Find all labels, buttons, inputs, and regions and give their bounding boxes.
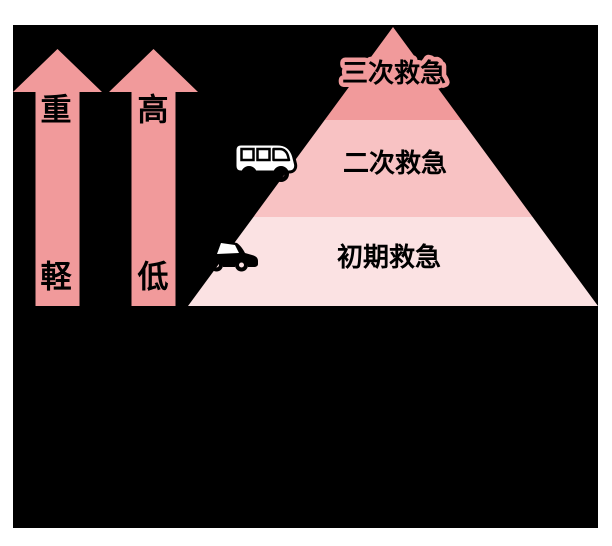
urgency-top-label: 高 — [137, 92, 169, 128]
secondary-emergency-label: 二次救急 — [342, 148, 448, 178]
urgency-bottom-label: 低 — [137, 259, 169, 295]
severity-top-label: 重 — [40, 92, 72, 128]
car-icon — [206, 241, 258, 272]
severity-bottom-label: 軽 — [40, 259, 72, 295]
tertiary-emergency-label: 三次救急 — [342, 58, 446, 88]
tertiary-emergency-label-svg: 三次救急 — [337, 54, 450, 93]
primary-emergency-label: 初期救急 — [336, 242, 442, 272]
diagram-canvas: 重 軽 高 低 三次救急 二次救急 初期救急 — [13, 25, 598, 528]
minivan-icon — [233, 142, 298, 182]
